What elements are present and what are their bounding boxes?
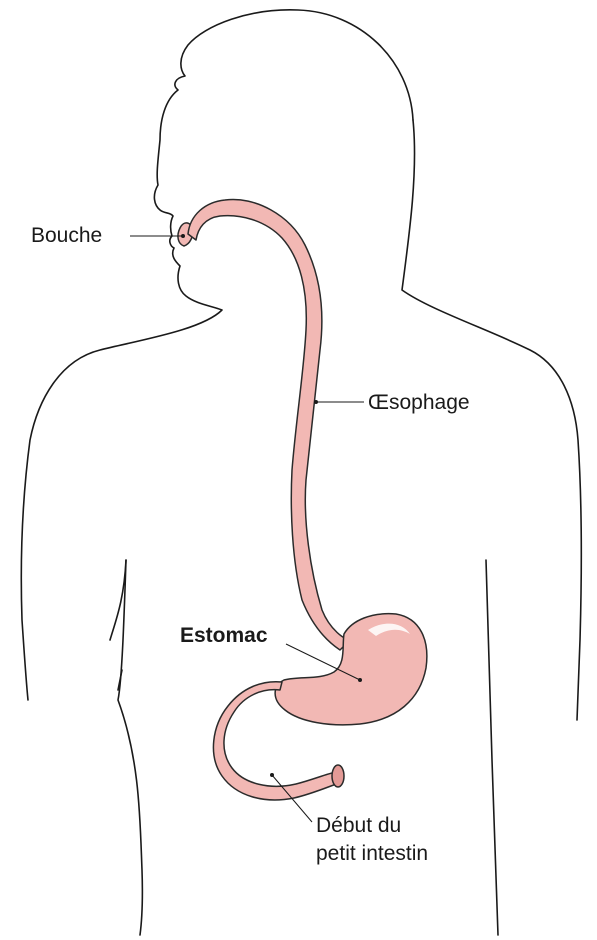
stomach-leader-dot [358, 678, 362, 682]
esophagus-leader-dot [314, 400, 318, 404]
stomach-label: Estomac [180, 624, 268, 647]
head-and-left-body-outline [21, 10, 413, 700]
esophagus-label: Œsophage [368, 391, 470, 414]
right-body-outline [402, 120, 581, 935]
small-intestine-leader-dot [270, 773, 274, 777]
digestive-tract [178, 199, 427, 799]
small-intestine-label-line1: Début du [316, 814, 401, 837]
left-torso-outline [118, 560, 142, 935]
mouth-leader-dot [181, 234, 185, 238]
esophagus-shape [188, 199, 350, 650]
mouth-label: Bouche [31, 224, 102, 247]
labels: Bouche Œsophage Estomac Début du petit i… [31, 224, 470, 865]
intestine-opening [332, 765, 344, 787]
small-intestine-label-line2: petit intestin [316, 842, 428, 865]
